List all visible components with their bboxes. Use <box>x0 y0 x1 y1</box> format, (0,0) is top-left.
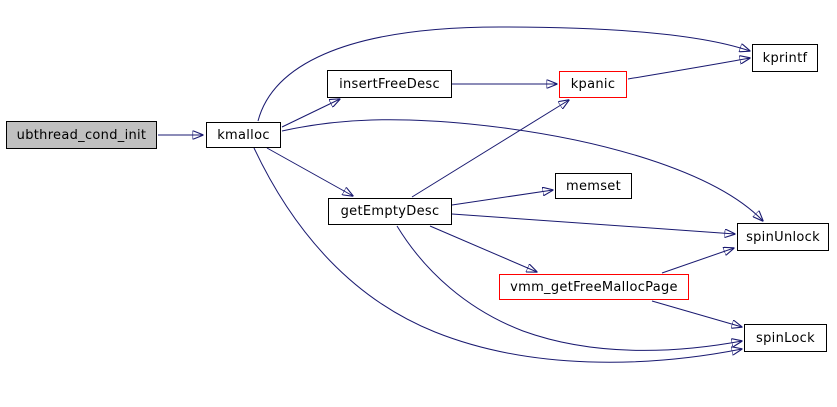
edge-kmalloc-spinLock <box>253 147 742 363</box>
edge-kmalloc-kprintf <box>257 26 750 122</box>
edge-vmm_getFreeMallocPage-spinUnlock <box>661 248 734 274</box>
node-kpanic[interactable]: kpanic <box>559 71 627 98</box>
node-ubthread_cond_init: ubthread_cond_init <box>6 121 157 149</box>
node-memset[interactable]: memset <box>555 173 632 199</box>
edge-kmalloc-getEmptyDesc <box>266 147 353 196</box>
node-insertFreeDesc[interactable]: insertFreeDesc <box>327 70 452 98</box>
node-label: vmm_getFreeMallocPage <box>510 279 678 295</box>
node-getEmptyDesc[interactable]: getEmptyDesc <box>328 198 452 225</box>
node-label: memset <box>566 178 621 194</box>
node-label: insertFreeDesc <box>339 76 440 92</box>
edge-vmm_getFreeMallocPage-spinLock <box>651 300 742 327</box>
node-label: ubthread_cond_init <box>16 127 147 143</box>
node-kmalloc[interactable]: kmalloc <box>206 122 281 148</box>
node-spinLock[interactable]: spinLock <box>744 324 827 352</box>
edge-getEmptyDesc-memset <box>451 190 553 206</box>
node-kprintf[interactable]: kprintf <box>752 44 818 72</box>
edge-kpanic-kprintf <box>627 58 750 80</box>
node-label: getEmptyDesc <box>340 204 440 219</box>
node-label: spinUnlock <box>746 229 820 245</box>
node-label: kmalloc <box>217 127 270 143</box>
edge-kmalloc-spinUnlock <box>281 119 763 221</box>
node-spinUnlock[interactable]: spinUnlock <box>737 223 829 251</box>
edge-getEmptyDesc-vmm_getFreeMallocPage <box>429 225 537 272</box>
edge-getEmptyDesc-kpanic <box>411 100 569 198</box>
edge-getEmptyDesc-spinLock <box>396 225 742 351</box>
node-label: kpanic <box>570 77 616 92</box>
edge-kmalloc-insertFreeDesc <box>281 99 340 128</box>
edge-getEmptyDesc-spinUnlock <box>451 213 735 234</box>
node-label: spinLock <box>756 330 815 346</box>
node-vmm_getFreeMallocPage[interactable]: vmm_getFreeMallocPage <box>499 274 689 300</box>
node-label: kprintf <box>762 50 808 66</box>
